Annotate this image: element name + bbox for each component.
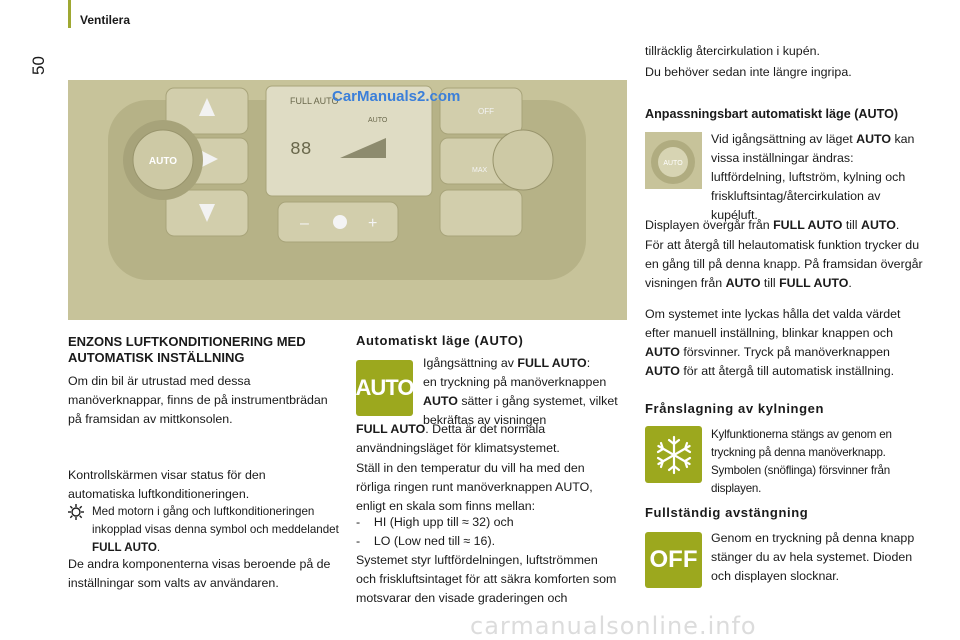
control-panel-photo: AUTO FULL AUTO AUTO 88 OFF MAX – + [68,80,627,320]
return-full-auto: För att återgå till helautomatisk funkti… [645,236,925,293]
intro-text-4: sätter i gång systemet, vilket bekräftas… [423,394,618,427]
left-para-3: De andra komponenterna visas beroende på… [68,557,331,590]
fail-bold-1: AUTO [645,345,680,359]
failure-text: Om systemet inte lyckas hålla det valda … [645,305,915,381]
left-para-2: Kontrollskärmen visar status för den aut… [68,468,266,501]
display-mode: FULL AUTO [290,96,339,106]
left-heading: ENZONS LUFTKONDITIONERING MED AUTOMATISK… [68,334,306,365]
left-para-1: Om din bil är utrustad med dessa manöver… [68,374,328,426]
display-transition: Displayen övergår från FULL AUTO till AU… [645,216,935,235]
display-auto: AUTO [368,117,388,124]
adapt-text-2: kan vissa inställningar ändras: luftförd… [711,132,915,222]
off-text: Genom en tryckning på denna knapp stänge… [711,531,915,583]
full-auto-bold: FULL AUTO [356,422,426,436]
page-number-text: 50 [29,56,48,75]
adapt-icon-label: AUTO [663,160,683,167]
cooling-text: Kylfunktionerna stängs av genom en tryck… [711,428,892,495]
left-note: Med motorn i gång och luftkonditionering… [92,503,342,557]
control-panel-illustration: AUTO FULL AUTO AUTO 88 OFF MAX – + [68,80,627,320]
photo-auto-label: AUTO [149,156,177,167]
middle-heading: Automatiskt läge (AUTO) [356,333,524,348]
page-number: 50 [29,56,49,75]
photo-off-label: OFF [478,107,494,116]
cooling-heading: Frånslagning av kylningen [645,401,824,416]
disp-bold-1: FULL AUTO [773,218,843,232]
carmanuals-watermark: CarManuals2.com [332,88,461,105]
back-bold-1: AUTO [725,276,761,290]
display-temp: 88 [290,140,312,160]
back-text-3: . [848,276,852,290]
right-cont-1: tillräcklig återcirkulation i kupén. [645,44,820,58]
disp-text-2: till [842,218,861,232]
adapt-text-1: Vid igångsättning av läget [711,132,857,146]
middle-para-3: Systemet styr luftfördelningen, luftströ… [356,553,617,605]
intro-bold-1: FULL AUTO [517,356,587,370]
middle-para-2: Ställ in den temperatur du vill ha med d… [356,461,593,513]
intro-bold-2: AUTO [423,394,458,408]
middle-list-item-2: - LO (Low ned till ≈ 16). [356,534,496,548]
adapt-bold: AUTO [856,132,892,146]
middle-list-item-1: - HI (High upp till ≈ 32) och [356,515,514,529]
fail-text-3: för att återgå till automatisk inställni… [679,364,895,378]
adapt-heading: Anpassningsbart automatiskt läge (AUTO) [645,107,899,121]
note-end: . [156,541,161,554]
right-cont-2: Du behöver sedan inte längre ingripa. [645,65,852,79]
photo-max-label: MAX [472,167,488,174]
fail-bold-2: AUTO [645,364,680,378]
footer-watermark: carmanualsonline.info [470,612,757,640]
disp-text-3: . [895,218,900,232]
disp-bold-2: AUTO [861,218,896,232]
middle-intro: Igångsättning av FULL AUTO: en tryckning … [423,354,623,430]
section-label: Ventilera [80,13,131,27]
middle-full-auto: FULL AUTO. Detta är det normala användni… [356,420,621,458]
adapt-text: Vid igångsättning av läget AUTO kan viss… [711,130,926,225]
note-bold: FULL AUTO [92,541,157,554]
fan-minus: – [300,215,309,232]
auto-icon-label: AUTO [355,375,415,400]
fan-plus: + [368,215,377,232]
disp-text-1: Displayen övergår från [645,218,774,232]
off-button-icon: OFF [645,532,702,588]
back-text-2: till [760,276,780,290]
adapt-auto-icon: AUTO [645,132,702,189]
accent-bar [68,0,71,28]
off-heading: Fullständig avstängning [645,505,809,520]
off-icon-label: OFF [649,546,698,573]
sun-icon [67,503,85,521]
back-text-1: För att återgå till helautomatisk funkti… [645,238,923,290]
intro-text-2: : [586,356,591,370]
full-auto-rest: . Detta är det normala användningsläget … [356,422,560,455]
fail-text-1: Om systemet inte lyckas hålla det valda … [645,307,901,340]
snowflake-icon [645,426,702,483]
auto-button-icon: AUTO [355,360,415,416]
back-bold-2: FULL AUTO [779,276,849,290]
intro-text-1: Igångsättning av [423,356,518,370]
fail-text-2: försvinner. Tryck på manöverknappen [679,345,890,359]
note-text: Med motorn i gång och luftkonditionering… [92,505,339,536]
intro-text-3: en tryckning på manöverknappen [423,375,607,389]
